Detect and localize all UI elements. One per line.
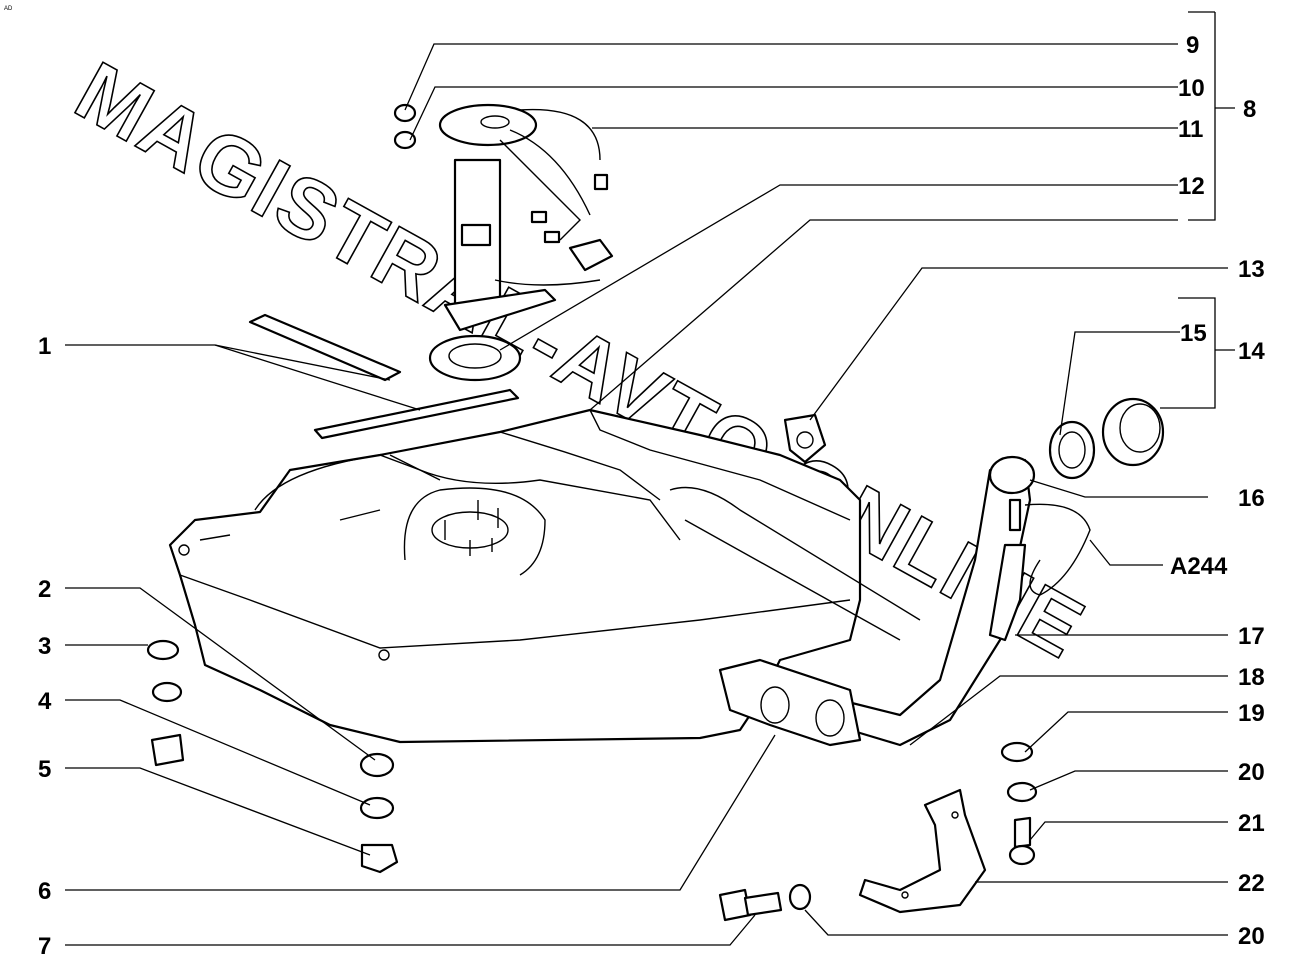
callout-22: 22 — [1238, 870, 1265, 897]
callout-21: 21 — [1238, 810, 1265, 837]
left-fasteners — [146, 639, 399, 874]
corner-mark: AD — [4, 6, 13, 12]
callout-4: 4 — [38, 688, 52, 715]
callout-a244: A244 — [1170, 553, 1228, 580]
bolt-and-washer — [718, 883, 812, 922]
callout-13: 13 — [1238, 256, 1265, 283]
callout-10: 10 — [1178, 75, 1205, 102]
fuel-pump-module — [438, 103, 614, 332]
tank-bracket — [858, 788, 987, 914]
callout-1: 1 — [38, 333, 51, 360]
callout-6: 6 — [38, 878, 51, 905]
right-fasteners — [1000, 741, 1038, 866]
callout-16: 16 — [1238, 485, 1265, 512]
callout-7: 7 — [38, 933, 51, 960]
callout-20-upper: 20 — [1238, 759, 1265, 786]
callout-17: 17 — [1238, 623, 1265, 650]
callout-19: 19 — [1238, 700, 1265, 727]
gasket-strips — [248, 313, 520, 440]
filler-cap — [1048, 397, 1165, 480]
callout-20-lower: 20 — [1238, 923, 1265, 950]
pump-seal-ring — [428, 334, 522, 382]
callout-3: 3 — [38, 633, 51, 660]
hose-clamp — [783, 413, 827, 464]
callout-9: 9 — [1186, 32, 1199, 59]
callout-2: 2 — [38, 576, 51, 603]
callout-labels: 9 10 11 8 12 13 1 15 14 16 A244 2 3 4 5 … — [38, 32, 1265, 960]
leader-lines — [65, 11, 1235, 946]
callout-15: 15 — [1180, 320, 1207, 347]
nut-and-washer — [393, 103, 417, 150]
filler-neck — [838, 455, 1091, 747]
callout-5: 5 — [38, 756, 51, 783]
callout-18: 18 — [1238, 664, 1265, 691]
filler-hose — [718, 658, 862, 747]
callout-8: 8 — [1243, 96, 1256, 123]
callout-14: 14 — [1238, 338, 1265, 365]
callout-12: 12 — [1178, 173, 1205, 200]
callout-11: 11 — [1178, 116, 1203, 143]
fuel-tank — [168, 408, 921, 744]
